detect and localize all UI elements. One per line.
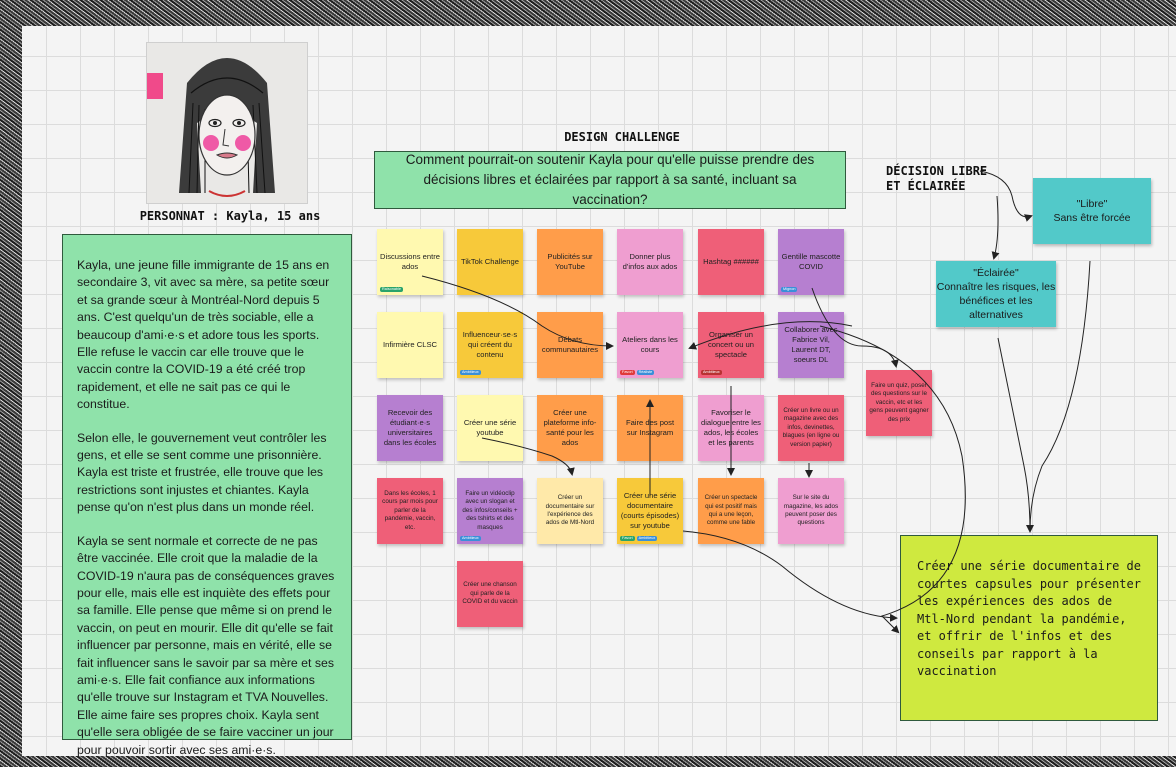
sticky-text: Influenceur·se·s qui créent du contenu bbox=[462, 330, 518, 359]
arrow-eclairee-to-conclusion bbox=[997, 337, 1031, 532]
sticky-note[interactable]: Créer un documentaire sur l'expérience d… bbox=[537, 478, 603, 544]
sticky-text: Faire un vidéoclip avec un slogan et des… bbox=[462, 489, 518, 531]
persona-paragraph: Kayla se sent normale et correcte de ne … bbox=[77, 533, 335, 756]
sticky-text: Créer une chanson qui parle de la COVID … bbox=[462, 581, 518, 606]
sticky-note[interactable]: TikTok Challenge bbox=[457, 229, 523, 295]
sticky-note[interactable]: Faire des post sur Instagram bbox=[617, 395, 683, 461]
sticky-text: Discussions entre ados bbox=[380, 252, 440, 271]
sticky-note[interactable]: Faire un quiz, poser des questions sur l… bbox=[866, 370, 932, 436]
sticky-note[interactable]: Créer une série youtube bbox=[457, 395, 523, 461]
eclairee-label: "Éclairée" bbox=[973, 267, 1019, 279]
decision-title: DÉCISION LIBRE ET ÉCLAIRÉE bbox=[886, 164, 996, 194]
sticky-text: Favoriser le dialogue entre les ados, le… bbox=[701, 408, 761, 447]
design-challenge-card[interactable]: Comment pourrait-on soutenir Kayla pour … bbox=[374, 151, 846, 209]
sticky-note[interactable]: Créer une plateforme info-santé pour les… bbox=[537, 395, 603, 461]
decision-title-line2: ET ÉCLAIRÉE bbox=[886, 179, 966, 193]
sticky-note[interactable]: Recevoir des étudiant·e·s universitaires… bbox=[377, 395, 443, 461]
sticky-note[interactable]: Créer un livre ou un magazine avec des i… bbox=[778, 395, 844, 461]
sticky-tag: Mignon bbox=[781, 287, 798, 292]
sticky-note[interactable]: Faire un vidéoclip avec un slogan et des… bbox=[457, 478, 523, 544]
persona-paragraph: Kayla, une jeune fille immigrante de 15 … bbox=[77, 258, 330, 412]
sticky-note[interactable]: Donner plus d'infos aux ados bbox=[617, 229, 683, 295]
sticky-note[interactable]: Créer une série documentaire (courts épi… bbox=[617, 478, 683, 544]
whiteboard-canvas[interactable]: PERSONNAT : Kayla, 15 ans Kayla, une jeu… bbox=[22, 26, 1176, 756]
sticky-note[interactable]: Sur le site du magazine, les ados peuven… bbox=[778, 478, 844, 544]
sticky-tag: Favori bbox=[620, 536, 635, 541]
persona-title: PERSONNAT : Kayla, 15 ans bbox=[139, 209, 321, 223]
sticky-note[interactable]: Publicités sur YouTube bbox=[537, 229, 603, 295]
sticky-tag: Ambitieux bbox=[460, 370, 481, 375]
sticky-note[interactable]: Dans les écoles, 1 cours par mois pour p… bbox=[377, 478, 443, 544]
sticky-note[interactable]: Débats communautaires bbox=[537, 312, 603, 378]
sticky-tag: Ambitieux bbox=[460, 536, 481, 541]
persona-description-card[interactable]: Kayla, une jeune fille immigrante de 15 … bbox=[62, 234, 352, 756]
sticky-text: Recevoir des étudiant·e·s universitaires… bbox=[383, 408, 437, 447]
libre-card[interactable]: "Libre" Sans être forcée bbox=[1033, 178, 1151, 244]
sticky-text: Hashtag ###### bbox=[703, 257, 759, 266]
sticky-note[interactable]: Favoriser le dialogue entre les ados, le… bbox=[698, 395, 764, 461]
sticky-text: Créer un spectacle qui est positif mais … bbox=[704, 494, 758, 527]
persona-portrait-image bbox=[146, 42, 308, 204]
sticky-text: Faire des post sur Instagram bbox=[625, 418, 675, 437]
sticky-note[interactable]: Infirmière CLSC bbox=[377, 312, 443, 378]
sticky-text: Créer une série youtube bbox=[463, 418, 517, 437]
libre-label: "Libre" bbox=[1076, 198, 1108, 210]
persona-paragraph: Selon elle, le gouvernement veut contrôl… bbox=[77, 430, 327, 515]
conclusion-card[interactable]: Créer une série documentaire de courtes … bbox=[900, 535, 1158, 721]
design-challenge-title: DESIGN CHALLENGE bbox=[564, 130, 680, 144]
sticky-text: Dans les écoles, 1 cours par mois pour p… bbox=[382, 489, 438, 531]
sticky-text: Créer un documentaire sur l'expérience d… bbox=[545, 494, 595, 527]
sticky-text: Gentille mascotte COVID bbox=[781, 252, 841, 271]
sticky-text: Organiser un concert ou un spectacle bbox=[707, 330, 754, 359]
sticky-tag: Ambitieux bbox=[701, 370, 722, 375]
sticky-text: Publicités sur YouTube bbox=[547, 252, 593, 271]
sticky-text: Faire un quiz, poser des questions sur l… bbox=[869, 381, 929, 423]
sticky-tag: Réaliste bbox=[636, 370, 655, 375]
decision-title-line1: DÉCISION LIBRE bbox=[886, 164, 988, 178]
sticky-tag: Ambitieux bbox=[636, 536, 658, 541]
sticky-text: Ateliers dans les cours bbox=[622, 335, 678, 354]
sticky-text: Créer une série documentaire (courts épi… bbox=[620, 491, 680, 530]
arrow-title-to-eclairee bbox=[991, 195, 1000, 260]
sticky-note[interactable]: Hashtag ###### bbox=[698, 229, 764, 295]
sticky-text: Infirmière CLSC bbox=[382, 340, 437, 349]
sticky-note[interactable]: Créer une chanson qui parle de la COVID … bbox=[457, 561, 523, 627]
sticky-text: Débats communautaires bbox=[541, 335, 599, 354]
sticky-note[interactable]: Créer un spectacle qui est positif mais … bbox=[698, 478, 764, 544]
sticky-text: Collaborer avec Fabrice Vil, Laurent DT,… bbox=[784, 325, 838, 364]
sticky-text: Sur le site du magazine, les ados peuven… bbox=[783, 494, 839, 527]
sticky-note[interactable]: Gentille mascotte COVID Mignon bbox=[778, 229, 844, 295]
sticky-tag: Raisonable bbox=[380, 287, 403, 292]
eclairee-card[interactable]: "Éclairée" Connaître les risques, les bé… bbox=[936, 261, 1056, 327]
sticky-text: TikTok Challenge bbox=[461, 257, 519, 266]
eclairee-text: Connaître les risques, les bénéfices et … bbox=[936, 281, 1056, 321]
arrow-serie-doc-to-conclusion bbox=[682, 530, 898, 622]
sticky-text: Créer un livre ou un magazine avec des i… bbox=[782, 406, 840, 448]
sticky-text: Créer une plateforme info-santé pour les… bbox=[543, 408, 597, 447]
sticky-note[interactable]: Collaborer avec Fabrice Vil, Laurent DT,… bbox=[778, 312, 844, 378]
sticky-tag: Favori bbox=[620, 370, 635, 375]
sticky-text: Donner plus d'infos aux ados bbox=[622, 252, 678, 271]
libre-text: Sans être forcée bbox=[1053, 212, 1131, 224]
